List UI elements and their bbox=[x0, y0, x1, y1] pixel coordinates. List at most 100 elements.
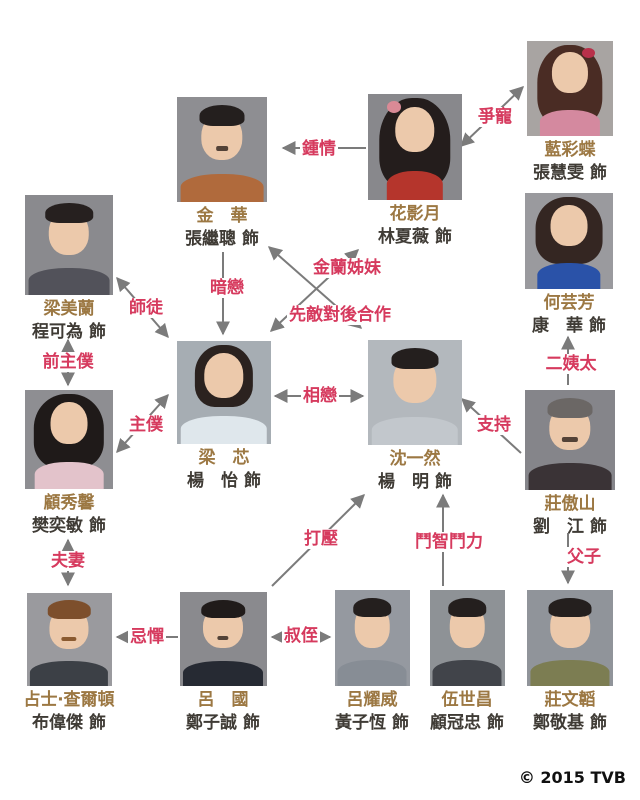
avatar-face bbox=[395, 106, 435, 153]
relationship-label-anlian: 暗戀 bbox=[208, 278, 246, 298]
avatar-shoulders bbox=[182, 660, 264, 686]
avatar-face bbox=[551, 52, 589, 94]
relationship-label-daya: 打壓 bbox=[302, 529, 340, 549]
portrait-photo-wu-shi-chang bbox=[429, 590, 505, 686]
hair-flower-icon bbox=[386, 101, 401, 114]
character-card-shen-yi-ran: 沈一然 楊 明 飾 bbox=[345, 340, 485, 493]
character-card-jin-hua: 金 華 張繼聰 飾 bbox=[152, 97, 292, 250]
avatar-face bbox=[204, 353, 244, 398]
relationship-label-shitu: 師徒 bbox=[127, 298, 165, 318]
portrait-photo-lu-yao-wei bbox=[334, 590, 410, 686]
avatar-shoulders bbox=[180, 416, 268, 444]
relationship-label-douzhi: 鬥智鬥力 bbox=[413, 532, 485, 552]
avatar-hair bbox=[391, 348, 439, 370]
avatar-face bbox=[50, 401, 88, 445]
relationship-label-zhupu: 主僕 bbox=[127, 415, 165, 435]
avatar-hair bbox=[547, 398, 593, 418]
avatar-shoulders bbox=[371, 416, 459, 445]
actor-name: 程可為 飾 bbox=[32, 322, 106, 342]
relationship-label-jidan: 忌憚 bbox=[128, 627, 166, 647]
character-name: 顧秀馨 bbox=[43, 493, 95, 513]
avatar-face bbox=[550, 204, 588, 246]
character-name: 沈一然 bbox=[389, 449, 441, 469]
character-card-gu-xiu-xin: 顧秀馨 樊奕敏 飾 bbox=[0, 390, 139, 537]
avatar-shoulders bbox=[29, 660, 109, 686]
avatar-mustache bbox=[561, 437, 579, 442]
character-card-james-charlton: 占士‧查爾頓 布偉傑 飾 bbox=[0, 593, 139, 734]
portrait-photo-liang-xin bbox=[177, 341, 271, 444]
avatar-shoulders bbox=[337, 660, 407, 686]
character-name: 呂 國 bbox=[197, 690, 249, 710]
actor-name: 鄭敬基 飾 bbox=[533, 713, 607, 733]
avatar-hair bbox=[45, 203, 93, 223]
copyright-notice: © 2015 TVB bbox=[518, 768, 626, 787]
character-name: 呂耀威 bbox=[346, 690, 398, 710]
actor-name: 布偉傑 飾 bbox=[32, 713, 106, 733]
character-name: 梁 芯 bbox=[198, 448, 250, 468]
actor-name: 黃子恆 飾 bbox=[335, 713, 409, 733]
avatar-shoulders bbox=[537, 263, 601, 289]
portrait-photo-hua-ying-yue bbox=[368, 94, 462, 200]
avatar-shoulders bbox=[432, 660, 502, 686]
relationship-label-zhongqing: 鍾情 bbox=[300, 139, 338, 159]
relationship-label-xianglian: 相戀 bbox=[301, 386, 339, 406]
avatar-hair bbox=[47, 600, 91, 620]
portrait-photo-shen-yi-ran bbox=[368, 340, 462, 445]
actor-name: 樊奕敏 飾 bbox=[32, 516, 106, 536]
portrait-photo-james-charlton bbox=[26, 593, 112, 686]
relationship-label-fuqi: 夫妻 bbox=[49, 551, 87, 571]
actor-name: 張繼聰 飾 bbox=[185, 229, 259, 249]
avatar-mustache bbox=[61, 636, 77, 642]
relationship-label-qianzhupu: 前主僕 bbox=[40, 352, 96, 372]
character-name: 藍彩蝶 bbox=[544, 140, 596, 160]
avatar-hair bbox=[353, 597, 391, 617]
portrait-photo-gu-xiu-xin bbox=[25, 390, 113, 489]
actor-name: 鄭子誠 飾 bbox=[186, 713, 260, 733]
character-name: 占士‧查爾頓 bbox=[23, 690, 115, 710]
character-card-lan-cai-die: 藍彩蝶 張慧雯 飾 bbox=[500, 41, 640, 184]
character-name: 莊傲山 bbox=[544, 494, 596, 514]
character-card-zhuang-ao-shan: 莊傲山 劉 江 飾 bbox=[500, 390, 640, 538]
avatar-shoulders bbox=[34, 462, 104, 489]
avatar-hair bbox=[548, 597, 592, 617]
character-name: 何芸芳 bbox=[543, 293, 595, 313]
actor-name: 康 華 飾 bbox=[532, 316, 606, 336]
avatar-mustache bbox=[216, 146, 228, 151]
relationship-label-eryitai: 二姨太 bbox=[543, 354, 599, 374]
actor-name: 楊 怡 飾 bbox=[187, 471, 261, 491]
character-card-liang-mei-lan: 梁美蘭 程可為 飾 bbox=[0, 195, 139, 343]
avatar-hair bbox=[199, 105, 245, 127]
relationship-label-fuzi: 父子 bbox=[565, 547, 603, 567]
character-name: 金 華 bbox=[196, 206, 248, 226]
portrait-photo-liang-mei-lan bbox=[25, 195, 113, 295]
actor-name: 劉 江 飾 bbox=[533, 517, 607, 537]
portrait-photo-lu-guo bbox=[179, 592, 267, 686]
portrait-photo-zhuang-ao-shan bbox=[525, 390, 615, 490]
actor-name: 張慧雯 飾 bbox=[533, 163, 607, 183]
character-card-zhuang-wen-tao: 莊文韜 鄭敬基 飾 bbox=[500, 590, 640, 734]
portrait-photo-lan-cai-die bbox=[527, 41, 613, 136]
character-name: 梁美蘭 bbox=[43, 299, 95, 319]
actor-name: 林夏薇 飾 bbox=[378, 227, 452, 247]
avatar-mustache bbox=[217, 636, 229, 640]
avatar-shoulders bbox=[528, 463, 612, 490]
character-card-lu-yao-wei: 呂耀威 黃子恆 飾 bbox=[302, 590, 442, 734]
relationship-label-zhengchong: 爭寵 bbox=[476, 107, 514, 127]
avatar-hair bbox=[448, 597, 486, 617]
avatar-shoulders bbox=[386, 171, 444, 200]
avatar-shoulders bbox=[539, 110, 601, 136]
relationship-label-xiandi: 先敵對後合作 bbox=[287, 305, 393, 325]
relationship-label-shuzhi: 叔侄 bbox=[282, 626, 320, 646]
character-card-hua-ying-yue: 花影月 林夏薇 飾 bbox=[345, 94, 485, 248]
character-name: 莊文韜 bbox=[544, 690, 596, 710]
portrait-photo-zhuang-wen-tao bbox=[527, 590, 613, 686]
actor-name: 顧冠忠 飾 bbox=[430, 713, 504, 733]
relationship-label-zhichi: 支持 bbox=[475, 415, 513, 435]
character-name: 花影月 bbox=[389, 204, 441, 224]
character-card-lu-guo: 呂 國 鄭子誠 飾 bbox=[153, 592, 293, 734]
avatar-shoulders bbox=[180, 173, 264, 202]
portrait-photo-jin-hua bbox=[177, 97, 267, 202]
avatar-hair bbox=[201, 599, 245, 619]
avatar-shoulders bbox=[530, 660, 610, 686]
